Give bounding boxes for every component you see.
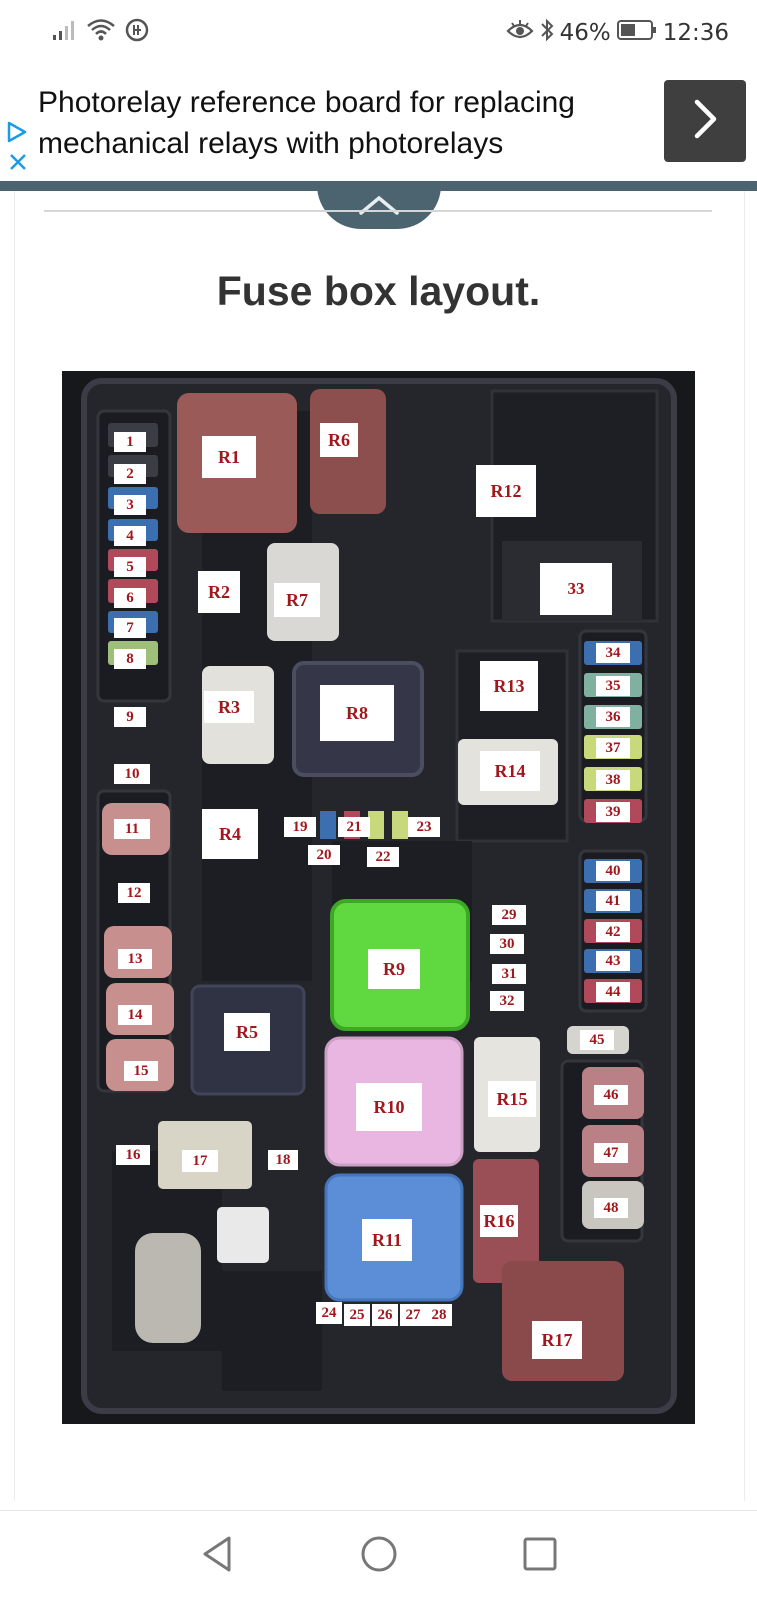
- fuse-label: 18: [268, 1150, 298, 1170]
- back-button[interactable]: [192, 1531, 242, 1581]
- fuse-label: 33: [540, 563, 612, 615]
- ad-open-button[interactable]: [664, 80, 746, 162]
- fuse-label: 24: [316, 1302, 342, 1324]
- fuse-label: 44: [596, 982, 630, 1002]
- navigation-bar: [0, 1510, 757, 1601]
- fuse-label: 41: [596, 891, 630, 911]
- fuse-label: 34: [596, 643, 630, 663]
- relay-label: R14: [480, 751, 540, 791]
- fuse-label: 46: [594, 1085, 628, 1105]
- fuse-label: 19: [284, 817, 316, 837]
- fuse-label: 32: [490, 991, 524, 1011]
- relay-label: R4: [202, 809, 258, 859]
- home-icon: [359, 1534, 399, 1578]
- fuse-box-diagram: 1 2 3 4 5 6 7 8 9 10 11 12 13 14 15 16 1…: [62, 371, 695, 1424]
- bluetooth-icon: [540, 18, 554, 48]
- fuse-label: 39: [596, 802, 630, 822]
- fuse-label: 47: [594, 1143, 628, 1163]
- status-bar: 46% 12:36: [0, 0, 757, 66]
- fuse-label: 37: [596, 738, 630, 758]
- recents-icon: [522, 1536, 558, 1576]
- fuse-label: 38: [596, 770, 630, 790]
- fuse-label: 20: [308, 845, 340, 865]
- fuse-label: 27: [400, 1304, 426, 1326]
- relay-label: R10: [356, 1083, 422, 1131]
- fuse-label: 35: [596, 676, 630, 696]
- fuse-label: 2: [114, 464, 146, 484]
- fuse-label: 36: [596, 707, 630, 727]
- ad-text[interactable]: Photorelay reference board for replacing…: [38, 86, 575, 160]
- recents-button[interactable]: [515, 1531, 565, 1581]
- fuse-label: 23: [408, 817, 440, 837]
- fuse-label: 4: [114, 526, 146, 546]
- relay-label: R17: [532, 1321, 582, 1359]
- chevron-up-icon: [357, 193, 401, 221]
- battery-percent: 46%: [559, 20, 611, 46]
- fuse-label: 12: [118, 883, 150, 903]
- fuse-label: 9: [114, 707, 146, 727]
- chevron-right-icon: [688, 97, 722, 145]
- fuse-label: 5: [114, 557, 146, 577]
- relay-label: R5: [224, 1013, 270, 1051]
- relay-label: R6: [320, 423, 358, 457]
- collapse-ad-button[interactable]: [317, 185, 441, 229]
- fuse-label: 6: [114, 588, 146, 608]
- fuse-label: 28: [426, 1304, 452, 1326]
- relay-label: R9: [368, 949, 420, 989]
- eye-comfort-icon: [506, 19, 534, 47]
- relay-label: R11: [362, 1219, 412, 1261]
- fuse-label: 45: [580, 1030, 614, 1050]
- relay-label: R2: [198, 571, 240, 613]
- fuse-label: 40: [596, 861, 630, 881]
- fuse-label: 14: [118, 1005, 152, 1025]
- relay-label: R16: [480, 1205, 518, 1237]
- fuse-label: 7: [114, 618, 146, 638]
- fuse-label: 30: [490, 934, 524, 954]
- relay-label: R3: [204, 691, 254, 723]
- relay-label: R15: [488, 1081, 536, 1117]
- relay-label: R7: [274, 583, 320, 617]
- data-saver-icon: [124, 17, 150, 49]
- fuse-label: 1: [114, 432, 146, 452]
- fuse-label: 11: [114, 819, 150, 839]
- wifi-icon: [86, 18, 116, 48]
- status-right: 46% 12:36: [506, 16, 729, 50]
- fuse-label: 26: [372, 1304, 398, 1326]
- fuse-label: 31: [492, 964, 526, 984]
- status-left: [52, 16, 150, 50]
- back-icon: [199, 1534, 235, 1578]
- fuse-label: 17: [182, 1150, 218, 1172]
- home-button[interactable]: [354, 1531, 404, 1581]
- fuse-label: 8: [114, 649, 146, 669]
- ad-banner[interactable]: Photorelay reference board for replacing…: [0, 66, 757, 181]
- clock: 12:36: [662, 20, 729, 46]
- fuse-label: 43: [596, 951, 630, 971]
- fuse-label: 3: [114, 495, 146, 515]
- relay-label: R13: [480, 661, 538, 711]
- fuse-label: 25: [344, 1304, 370, 1326]
- ad-choices-icon[interactable]: [6, 120, 28, 148]
- fuse-label: 22: [367, 847, 399, 867]
- fuse-label: 15: [124, 1061, 158, 1081]
- signal-icon: [52, 19, 78, 47]
- ad-close-icon[interactable]: [8, 152, 28, 176]
- fuse-label: 48: [594, 1198, 628, 1218]
- relay-label: R12: [476, 465, 536, 517]
- fuse-label: 16: [116, 1145, 150, 1165]
- fuse-label: 29: [492, 905, 526, 925]
- fuse-label: 13: [118, 949, 152, 969]
- page-title: Fuse box layout.: [216, 268, 541, 314]
- relay-label: R8: [320, 685, 394, 741]
- relay-label: R1: [202, 436, 256, 478]
- battery-icon: [616, 19, 657, 47]
- fuse-label: 42: [596, 922, 630, 942]
- fuse-label: 10: [114, 764, 150, 784]
- fuse-label: 21: [338, 817, 370, 837]
- divider: [44, 210, 712, 212]
